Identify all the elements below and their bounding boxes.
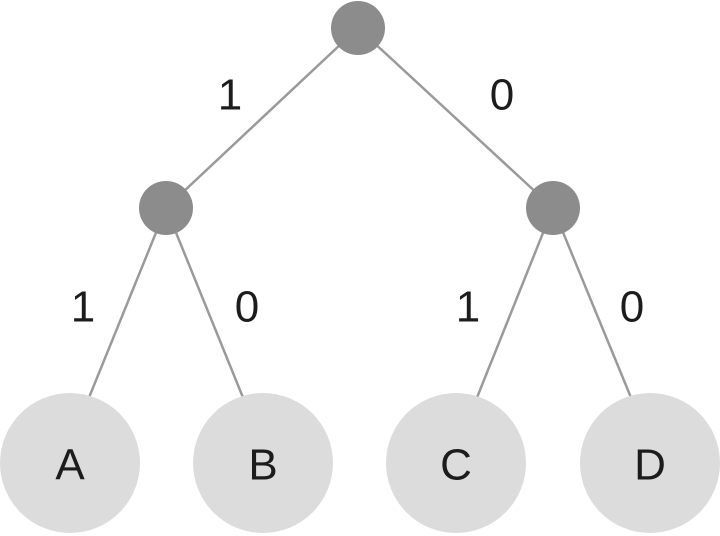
edge-root-left: [164, 26, 360, 210]
leaf-labels: A B C D: [55, 441, 666, 490]
leaf-node-a: [0, 393, 140, 533]
left-internal-node: [139, 181, 193, 235]
edge-root-right: [356, 26, 555, 210]
leaf-node-d: [580, 393, 720, 533]
edge-label-left-b: 0: [235, 283, 259, 332]
tree-edges: [86, 26, 634, 402]
leaf-label-a: A: [55, 441, 85, 490]
edge-label-left-a: 1: [71, 283, 95, 332]
leaf-node-b: [193, 393, 333, 533]
root-node: [331, 1, 385, 55]
edge-label-root-left: 1: [218, 71, 242, 120]
right-internal-node: [526, 181, 580, 235]
leaf-label-d: D: [634, 441, 666, 490]
edge-left-b: [164, 206, 246, 402]
edge-right-d: [551, 206, 634, 402]
leaf-label-b: B: [248, 441, 277, 490]
edge-right-c: [474, 206, 555, 402]
edge-label-right-d: 0: [620, 283, 644, 332]
edge-left-a: [86, 206, 168, 402]
internal-nodes: [139, 1, 580, 235]
edge-label-root-right: 0: [490, 71, 514, 120]
edge-labels: 1 0 1 0 1 0: [71, 71, 644, 332]
leaf-node-c: [386, 393, 526, 533]
edge-label-right-c: 1: [456, 283, 480, 332]
leaf-nodes: [0, 393, 720, 533]
leaf-label-c: C: [440, 441, 472, 490]
